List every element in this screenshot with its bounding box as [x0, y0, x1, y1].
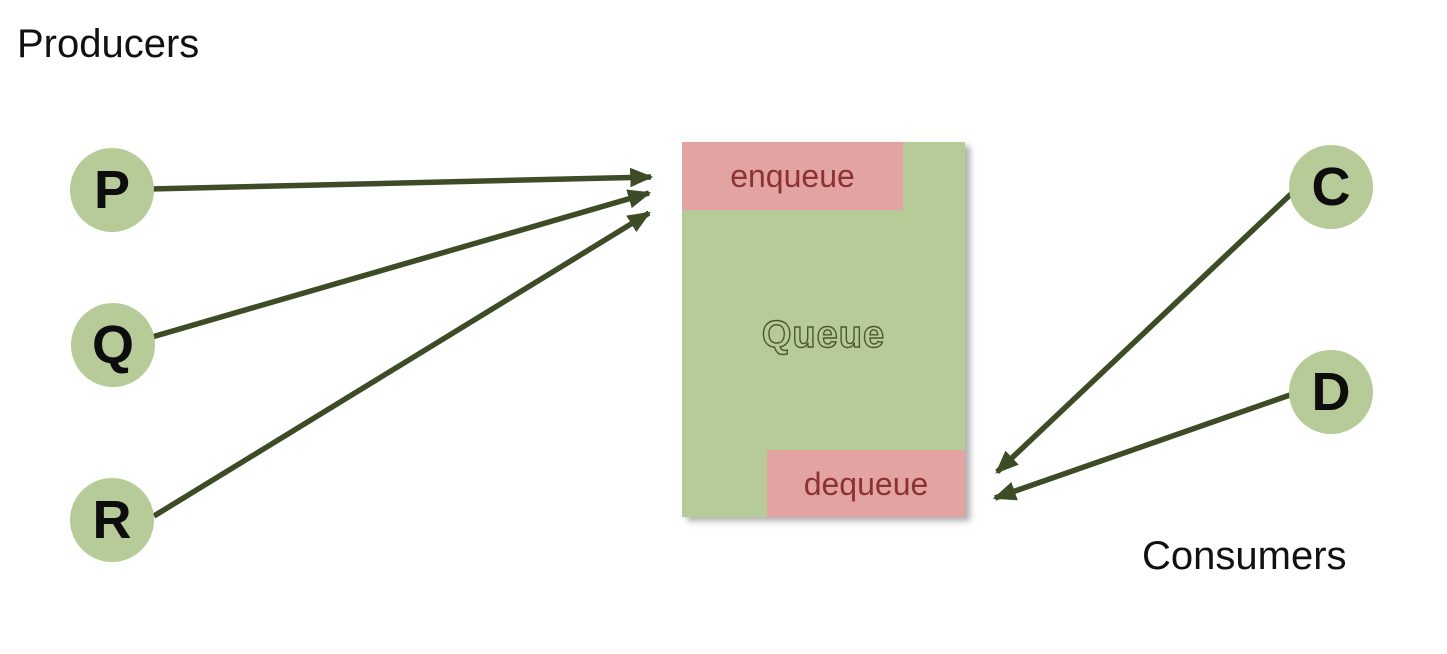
dequeue-operation-box: dequeue [767, 450, 965, 517]
producer-node-p: P [70, 148, 154, 232]
producer-node-q: Q [71, 303, 155, 387]
arrow-d-to-dequeue [992, 392, 1291, 501]
producers-label: Producers [17, 22, 200, 66]
queue-title: Queue [761, 313, 886, 356]
arrow-r-to-enqueue [152, 210, 651, 519]
consumer-node-c: C [1289, 145, 1373, 229]
enqueue-operation-box: enqueue [682, 142, 903, 210]
arrow-c-to-dequeue [995, 192, 1293, 474]
consumer-node-d: D [1289, 350, 1373, 434]
consumers-label: Consumers [1142, 534, 1347, 578]
arrow-p-to-enqueue [149, 167, 654, 192]
arrow-q-to-enqueue [151, 189, 652, 340]
queue-box: enqueue Queue dequeue [682, 142, 965, 517]
producer-node-r: R [70, 478, 154, 562]
